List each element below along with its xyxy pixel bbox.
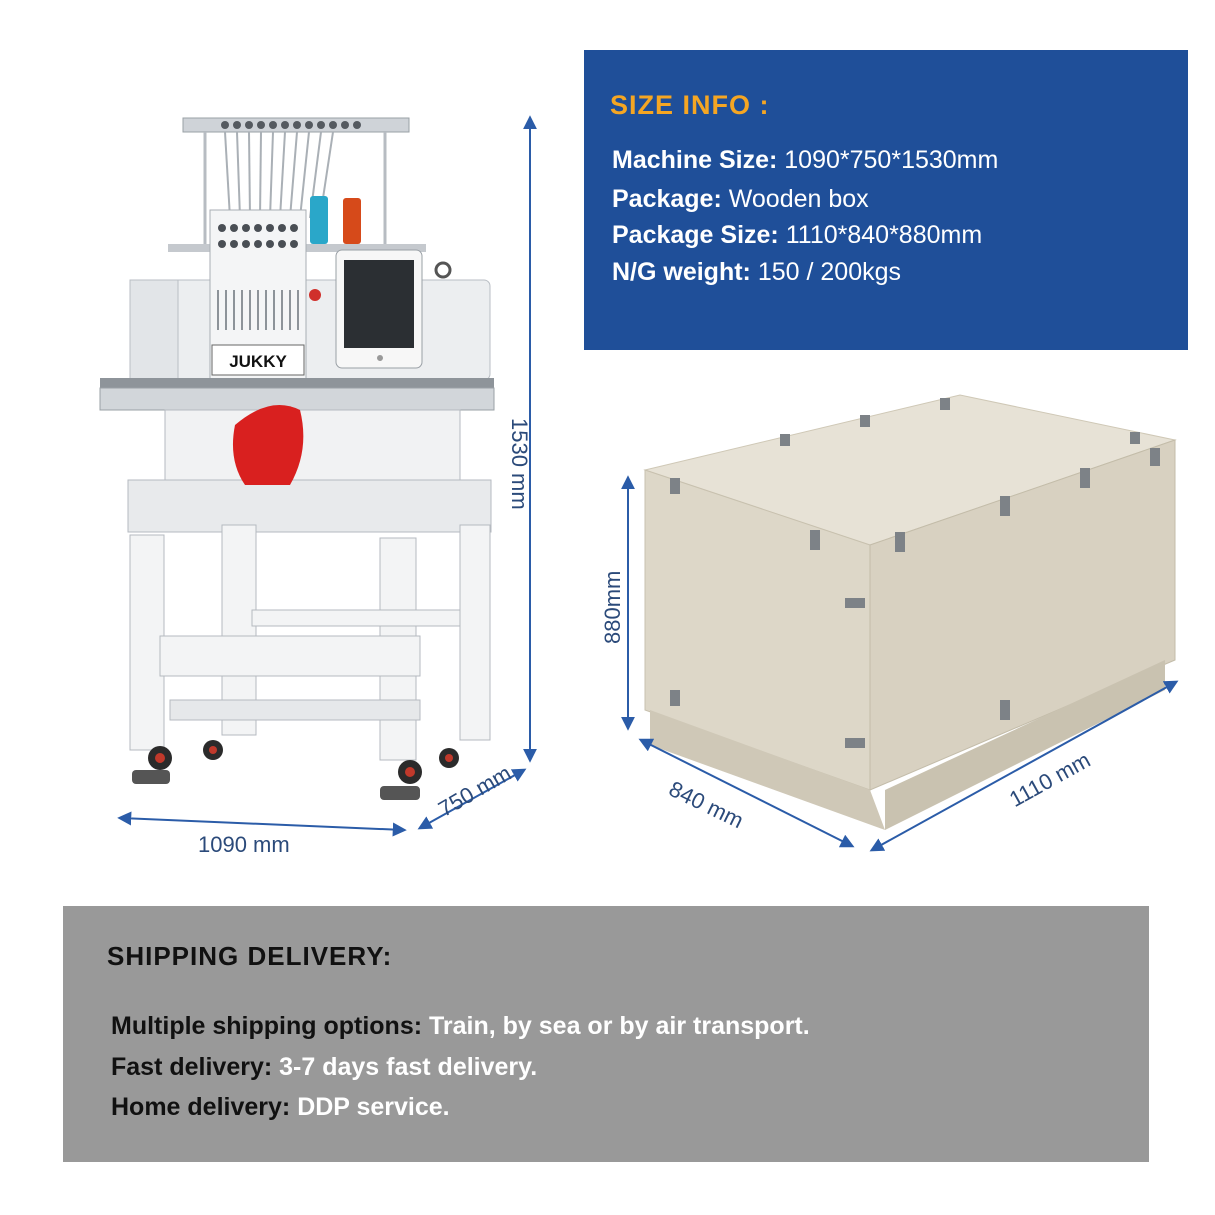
- machine-table: [99, 378, 495, 533]
- spec-value: 150 / 200kgs: [757, 258, 902, 286]
- spec-machine-size: Machine Size: 1090*750*1530mm: [612, 146, 998, 175]
- spec-weight: N/G weight: 150 / 200kgs: [612, 258, 901, 287]
- caster-wheels: [132, 740, 459, 800]
- thread-spool-red-icon: [343, 198, 361, 244]
- size-info-title: SIZE INFO :: [610, 90, 770, 120]
- spec-label: Package Size:: [612, 221, 779, 249]
- shipping-value: DDP service.: [297, 1093, 450, 1121]
- spec-package-size: Package Size: 1110*840*880mm: [612, 221, 982, 250]
- spec-label: Package:: [612, 185, 722, 213]
- stop-button-icon: [309, 289, 321, 301]
- machine-stand: [129, 524, 491, 761]
- shipping-label: Multiple shipping options:: [111, 1012, 423, 1040]
- shipping-value: Train, by sea or by air transport.: [429, 1012, 810, 1040]
- spec-label: Machine Size:: [612, 146, 778, 174]
- brand-logo: JUKKY: [229, 352, 287, 371]
- spec-value: 1110*840*880mm: [785, 221, 983, 249]
- spec-package: Package: Wooden box: [612, 185, 869, 214]
- shipping-options: Multiple shipping options: Train, by sea…: [111, 1012, 810, 1041]
- machine-width-label: 1090 mm: [198, 832, 290, 857]
- box-length-arrow: [869, 680, 1179, 852]
- cap-hoop: [232, 405, 304, 485]
- wooden-box: [643, 394, 1177, 830]
- thread-spool-blue-icon: [310, 196, 328, 244]
- box-depth-arrow: [638, 738, 855, 848]
- machine-head: JUKKY: [129, 209, 491, 381]
- width-arrow: [117, 811, 407, 837]
- depth-arrow: [417, 768, 527, 830]
- shipping-title: SHIPPING DELIVERY:: [107, 941, 393, 971]
- shipping-label: Home delivery:: [111, 1093, 291, 1121]
- fast-delivery: Fast delivery: 3-7 days fast delivery.: [111, 1053, 537, 1082]
- home-delivery: Home delivery: DDP service.: [111, 1093, 450, 1122]
- shipping-label: Fast delivery:: [111, 1053, 273, 1081]
- shipping-delivery-panel: SHIPPING DELIVERY: Multiple shipping opt…: [63, 906, 1149, 1162]
- spec-label: N/G weight:: [612, 258, 751, 286]
- shipping-value: 3-7 days fast delivery.: [279, 1053, 538, 1081]
- machine-height-label: 1530 mm: [507, 418, 532, 510]
- box-height-label: 880mm: [600, 570, 625, 644]
- size-info-panel: SIZE INFO : Machine Size: 1090*750*1530m…: [584, 50, 1188, 350]
- spec-value: Wooden box: [728, 185, 869, 213]
- spec-value: 1090*750*1530mm: [784, 146, 999, 174]
- thread-stand: [168, 117, 426, 252]
